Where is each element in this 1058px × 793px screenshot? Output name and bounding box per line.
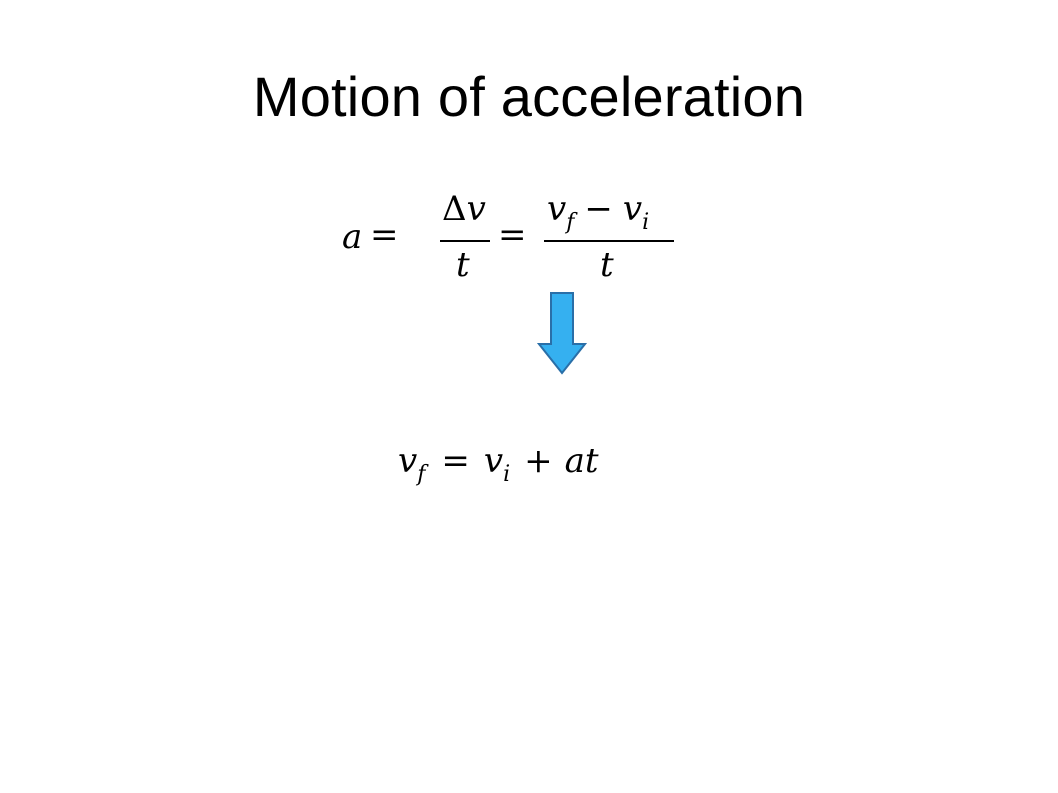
eq2-v-initial-subscript: i — [503, 462, 511, 487]
eq1-frac1-denominator: t — [456, 245, 470, 285]
eq1-frac2-bar — [544, 240, 674, 242]
eq2-equals: = — [441, 441, 470, 481]
eq2-v-final-var: v — [398, 441, 418, 481]
slide-title: Motion of acceleration — [252, 65, 806, 128]
v-final-subscript: f — [566, 210, 575, 235]
v-initial-subscript: i — [642, 210, 650, 235]
eq1-equals-2: = — [498, 215, 527, 255]
eq1-frac2-numerator: vf−vi — [547, 189, 649, 234]
eq2-at-term: at — [564, 441, 599, 481]
velocity-var: v — [466, 189, 486, 229]
down-arrow-icon — [537, 292, 587, 375]
delta-symbol: Δ — [442, 189, 467, 229]
eq2-v-final-subscript: f — [417, 462, 426, 487]
eq1-frac2-denominator: t — [600, 245, 614, 285]
eq2-plus: + — [524, 441, 553, 481]
v-final-var: v — [547, 189, 567, 229]
eq1-lhs: a — [342, 217, 363, 257]
minus-sign: − — [584, 189, 613, 229]
eq1-equals-1: = — [370, 215, 399, 255]
final-velocity-equation: vf=vi+at — [398, 441, 599, 486]
eq2-v-initial-var: v — [483, 441, 504, 481]
eq1-frac1-numerator: Δv — [442, 192, 486, 226]
eq1-frac1-bar — [440, 240, 490, 242]
v-initial-var: v — [622, 189, 643, 229]
